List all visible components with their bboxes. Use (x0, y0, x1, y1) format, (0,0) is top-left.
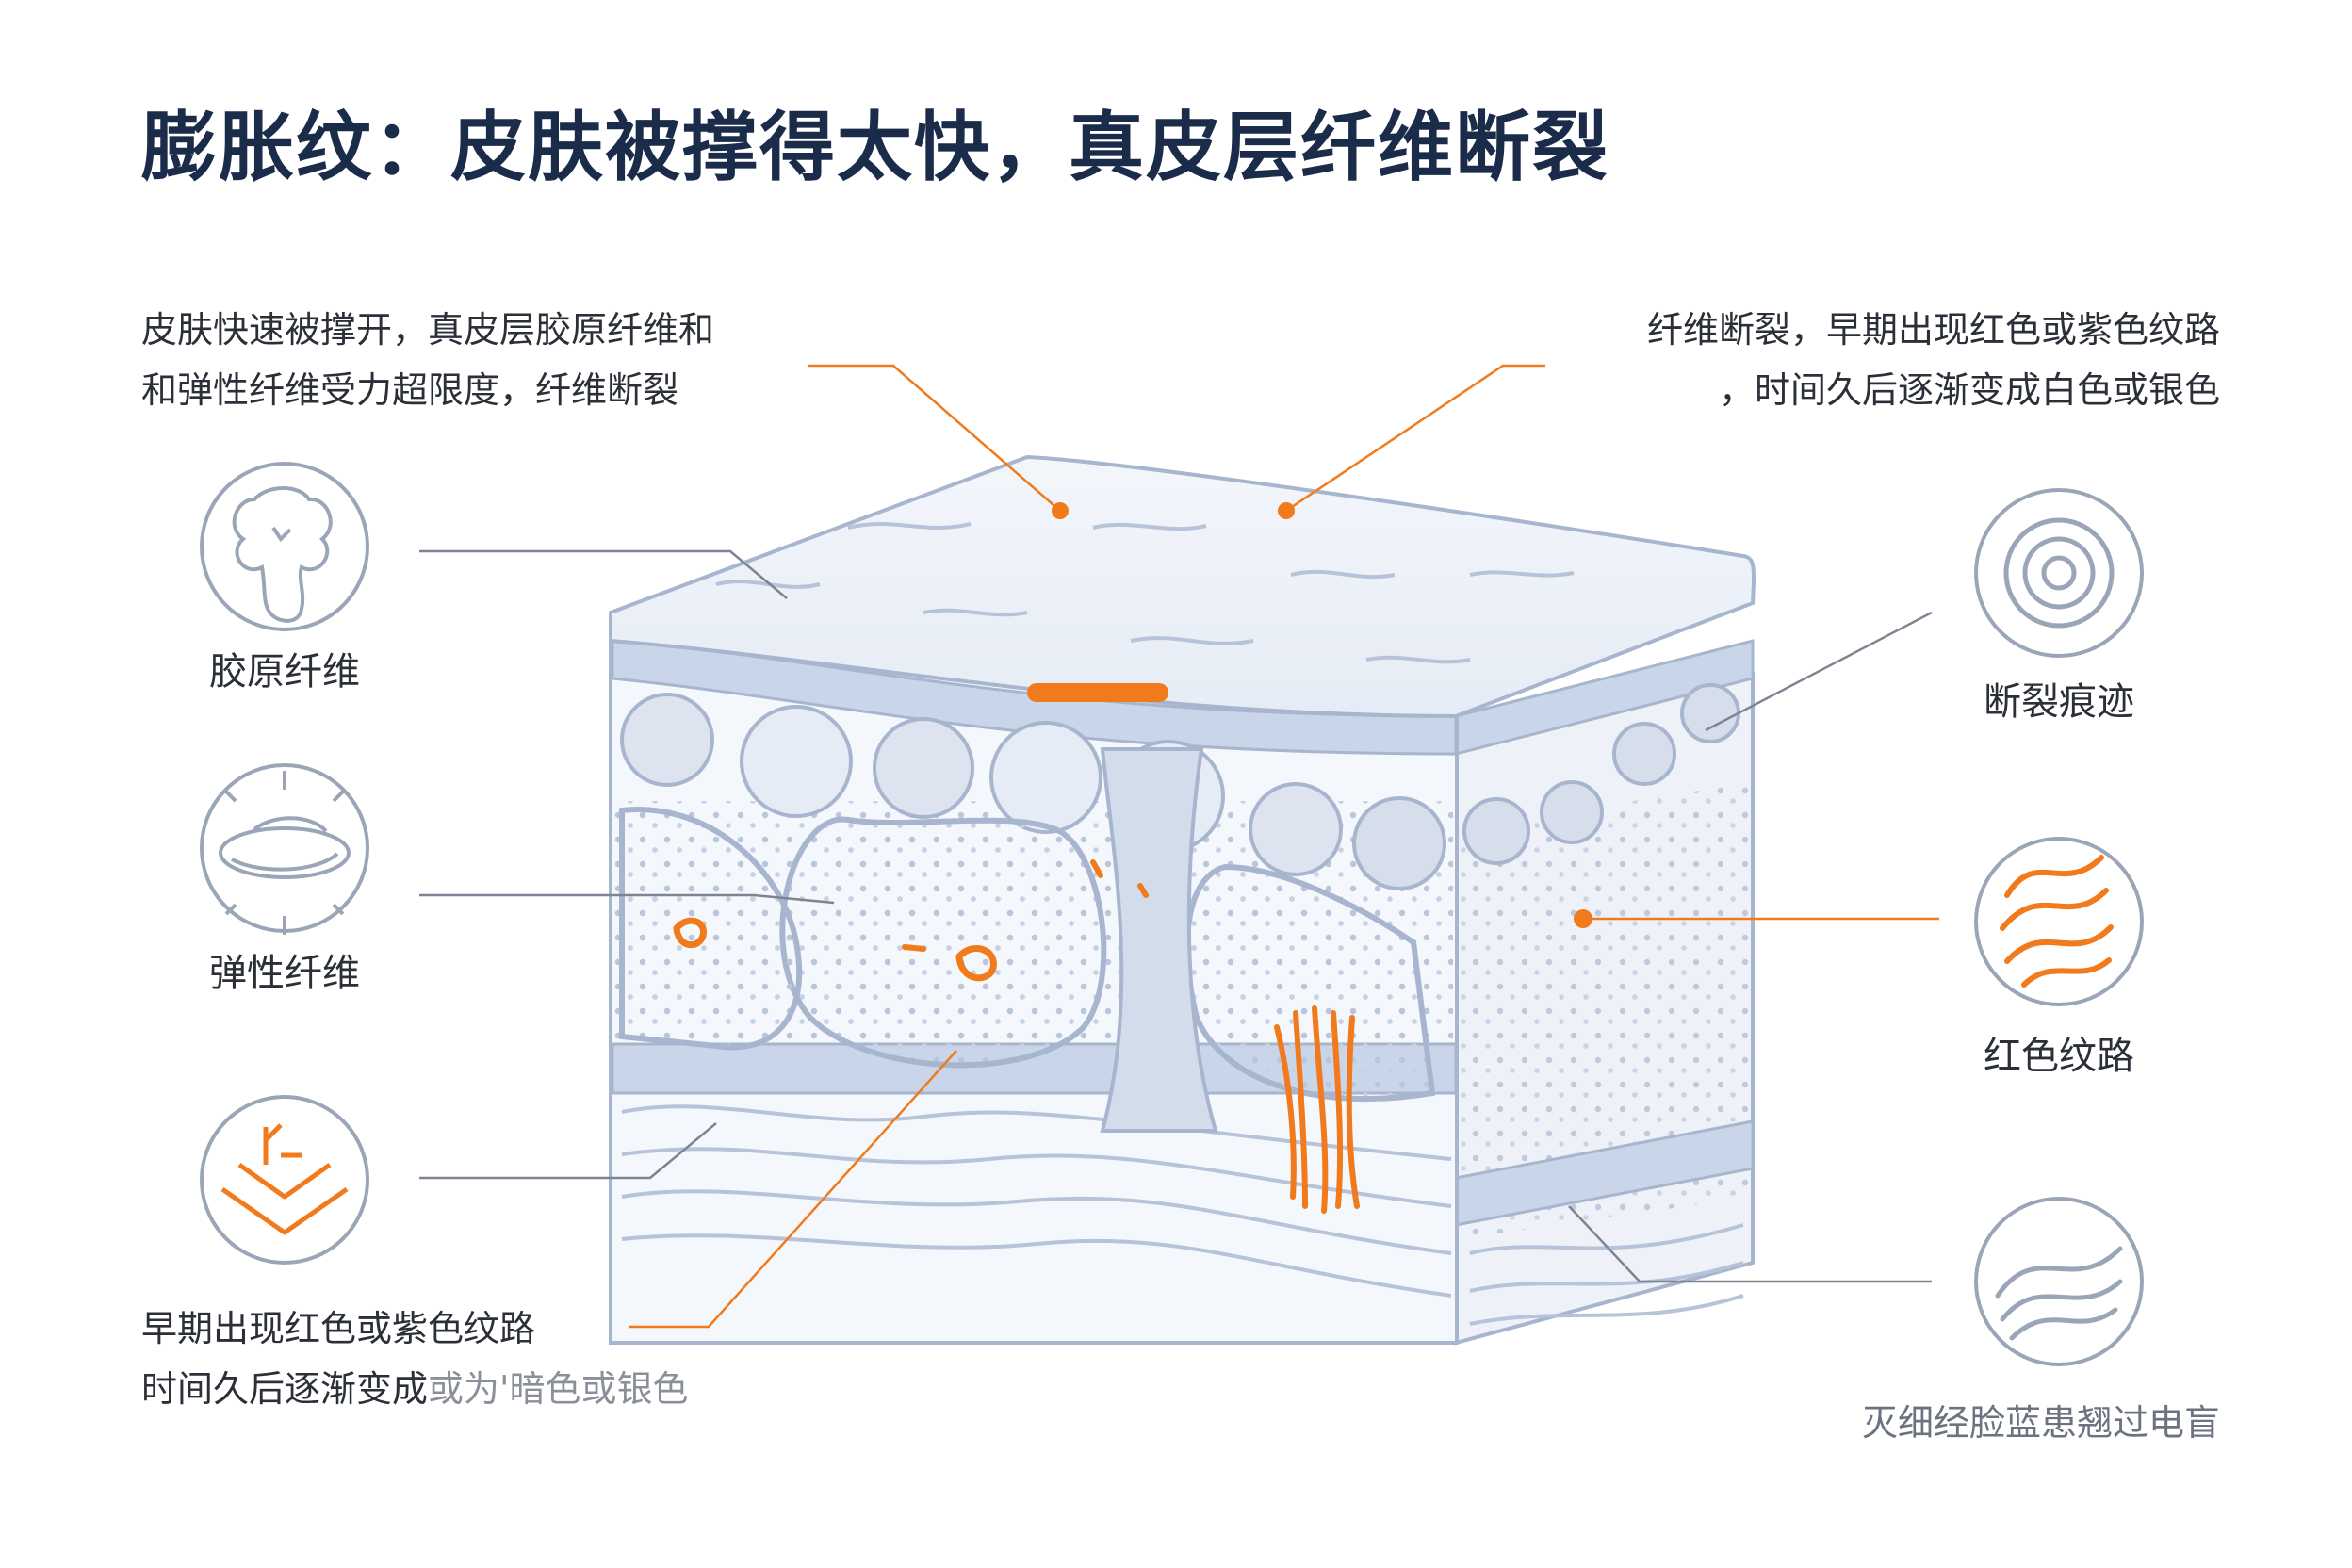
note-bottom-left-line-2b: 或为'暗色或银色 (428, 1368, 689, 1410)
block-side-face (1454, 639, 1755, 1346)
fiber-break-icon (200, 1095, 369, 1265)
note-top-left-line-1: 皮肤快速被撑开，真皮层胶原纤维和 (141, 309, 715, 351)
label-rupture-trace: 断裂痕迹 (1984, 680, 2134, 724)
note-bottom-left-line-2: 时间久后逐渐变成或为'暗色或银色 (141, 1359, 688, 1419)
elastic-fiber-icon (200, 763, 369, 935)
label-red-lines: 红色纹路 (1984, 1035, 2134, 1078)
note-bottom-left: 早期出现红色或紫色纹路 时间久后逐渐变成或为'暗色或银色 (141, 1298, 688, 1419)
note-top-right-line-2: ，时间久后逐渐变成白色或银色 (1718, 369, 2220, 411)
label-elastic-fiber: 弹性纤维 (209, 952, 360, 995)
note-bottom-left-line-2a: 时间久后逐渐变成 (141, 1368, 429, 1410)
note-bottom-right: 灭细经脸蓝患翘过电盲 (1861, 1402, 2220, 1444)
note-top-left-line-2: 和弹性纤维受力超限度，纤维断裂 (141, 369, 679, 411)
orange-tear-mark (1027, 683, 1168, 702)
label-collagen-fiber: 胶原纤维 (209, 650, 360, 694)
block-top-face (609, 454, 1756, 719)
red-wavy-lines-icon (1974, 837, 2144, 1006)
block-front-face (609, 625, 1459, 1345)
note-top-right: 纤维断裂，早期出现红色或紫色纹路 ，时间久后逐渐变成白色或银色 (1647, 300, 2220, 420)
note-top-left: 皮肤快速被撑开，真皮层胶原纤维和 和弹性纤维受力超限度，纤维断裂 (141, 300, 714, 420)
note-bottom-left-line-1: 早期出现红色或紫色纹路 (141, 1308, 536, 1349)
collagen-fiber-icon (200, 462, 369, 631)
concentric-rings-icon (1974, 488, 2144, 658)
page-title: 膨胀纹：皮肤被撑得太快，真皮层纤维断裂 (141, 104, 1609, 191)
gray-wavy-lines-icon (1974, 1197, 2144, 1366)
note-top-right-line-1: 纤维断裂，早期出现红色或紫色纹路 (1646, 309, 2220, 351)
leader-lines (419, 364, 1939, 1329)
